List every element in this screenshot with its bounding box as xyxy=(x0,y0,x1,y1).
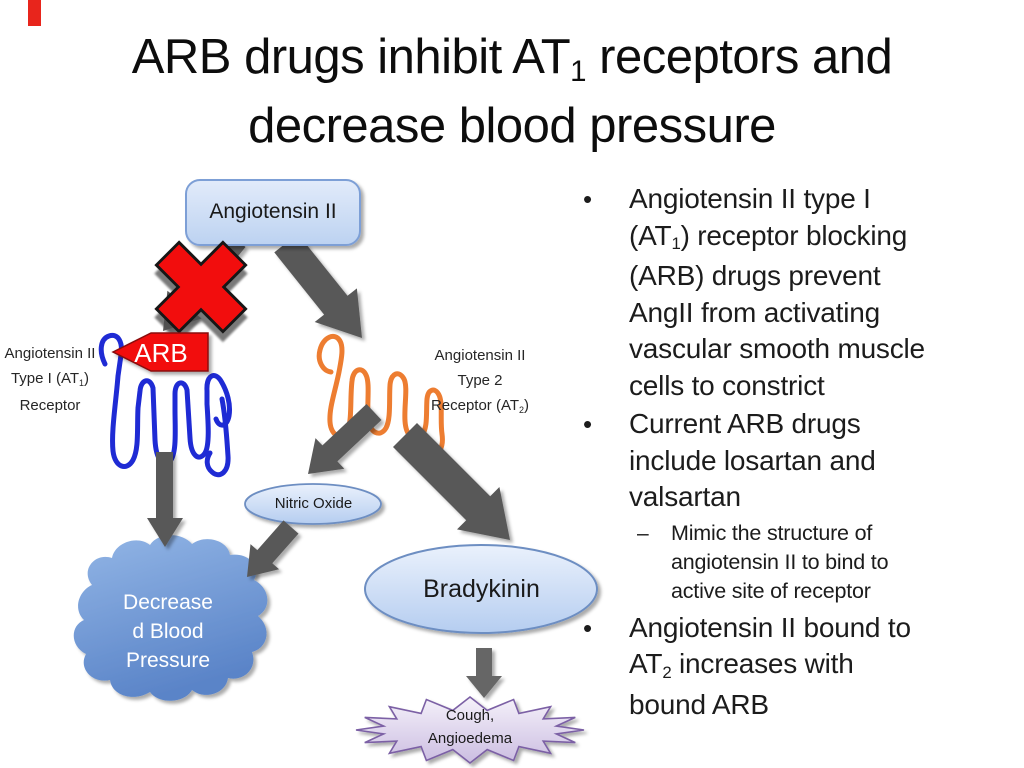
cough-starburst-shape xyxy=(355,695,585,765)
sub-bullet-1-text: Mimic the structure of angiotensin II to… xyxy=(671,520,889,603)
decreased-bp-cloud-label: Decrease d Blood Pressure xyxy=(123,591,213,672)
at2-receptor-label: Angiotensin II Type 2 Receptor (AT2) xyxy=(430,347,530,415)
title-line-2: decrease blood pressure xyxy=(248,99,776,153)
arrow-no-to-cloud-icon xyxy=(247,520,299,577)
angiotensin-box-label: Angiotensin II xyxy=(209,200,337,223)
at2-receptor-squiggle xyxy=(316,333,445,458)
arrow-at2-to-bradykinin-icon xyxy=(393,423,510,540)
arrow-angii-to-at2-icon xyxy=(274,233,362,338)
angiotensin-box-shape xyxy=(185,179,361,246)
bullet-item-3: • Angiotensin II bound to AT2 increases … xyxy=(583,610,1024,724)
slide-title: ARB drugs inhibit AT1 receptors and decr… xyxy=(0,26,1024,157)
nitric-oxide-ellipse xyxy=(244,483,382,525)
decreased-bp-cloud-shape xyxy=(73,535,268,701)
sub-bullet-marker: – xyxy=(637,521,649,545)
bradykinin-ellipse xyxy=(364,544,598,634)
nitric-oxide-label: Nitric Oxide xyxy=(274,495,353,512)
title-line-1: ARB drugs inhibit AT1 receptors and xyxy=(131,30,893,89)
bullet-item-1: • Angiotensin II type I (AT1) receptor b… xyxy=(583,181,1024,404)
bradykinin-label: Bradykinin xyxy=(423,575,540,603)
title-subscript: 1 xyxy=(570,55,587,89)
corner-red-mark xyxy=(28,0,41,26)
cough-starburst-label: Cough, Angioedema xyxy=(427,707,513,747)
at1-receptor-label: Angiotensin II Type I (AT1) Receptor xyxy=(4,345,96,414)
bullet-item-2: • Current ARB drugs include losartan and… xyxy=(583,406,1024,516)
arb-arrow-shape xyxy=(111,332,209,372)
arrow-at2-to-no-icon xyxy=(308,404,382,474)
sub-bullet-item-1: – Mimic the structure of angiotensin II … xyxy=(637,519,1024,606)
blocked-x-icon xyxy=(154,240,248,334)
arrow-bradykinin-to-cough-icon xyxy=(466,648,502,698)
bullet-list: • Angiotensin II type I (AT1) receptor b… xyxy=(583,181,1024,723)
bullet-2-text: Current ARB drugs include losartan and v… xyxy=(629,408,876,512)
bullet-1-text: Angiotensin II type I (AT1) receptor blo… xyxy=(629,183,925,401)
bullet-marker: • xyxy=(583,184,593,214)
arrow-at1-to-cloud-icon xyxy=(147,452,183,547)
bullet-marker: • xyxy=(583,612,593,643)
bullet-3-text: Angiotensin II bound to AT2 increases wi… xyxy=(629,611,911,720)
bullet-marker: • xyxy=(583,409,593,439)
arb-arrow-label: ARB xyxy=(134,338,188,368)
